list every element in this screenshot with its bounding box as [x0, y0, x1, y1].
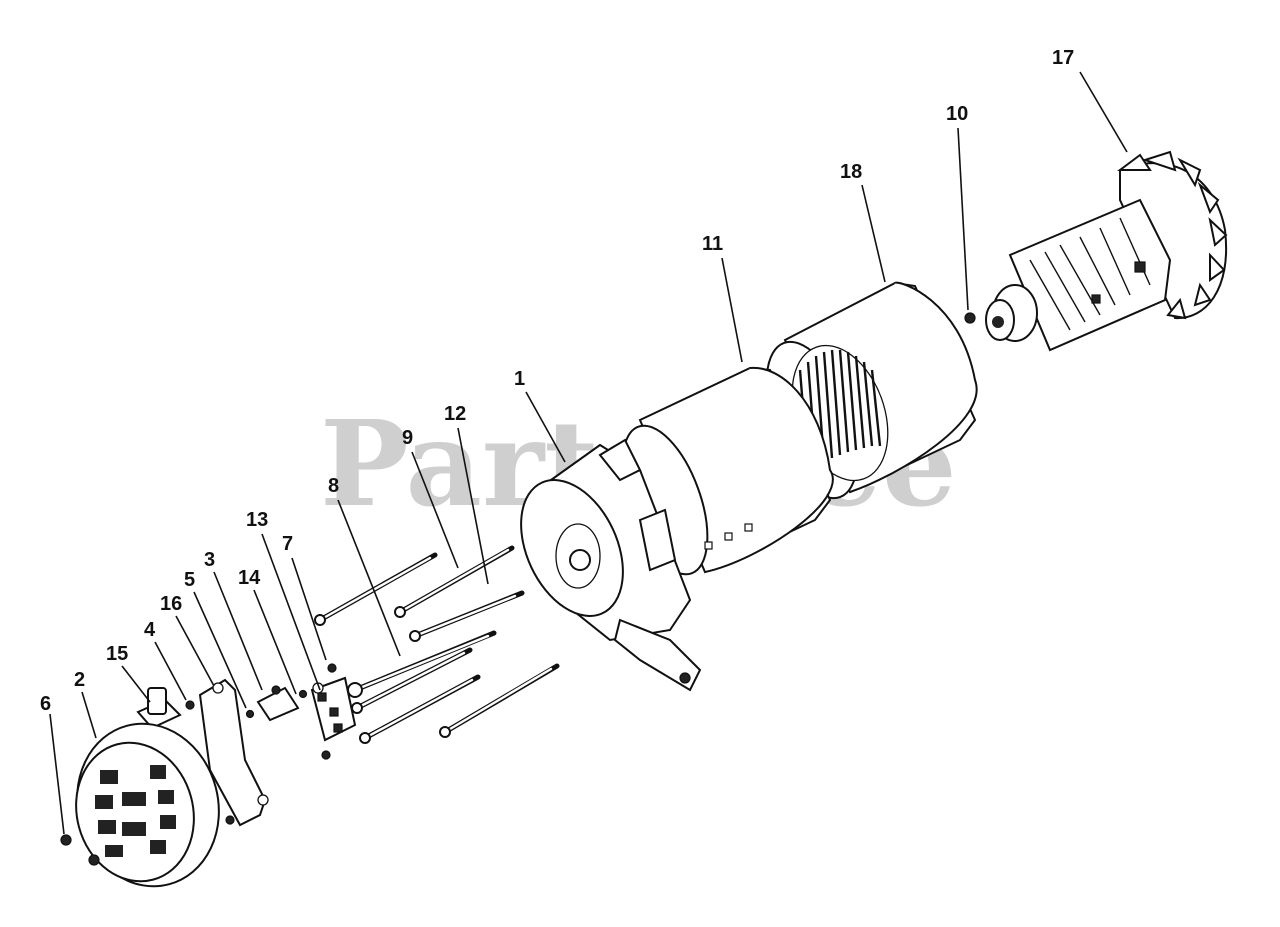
part-cover-plate [198, 678, 269, 827]
callout-13[interactable]: 13 [246, 509, 268, 531]
part-rotor [985, 150, 1228, 352]
leader-lines [49, 71, 1128, 835]
part-stator-band [621, 366, 834, 576]
callout-8[interactable]: 8 [328, 475, 339, 497]
callout-16[interactable]: 16 [160, 593, 182, 615]
callout-14[interactable]: 14 [238, 567, 261, 589]
callout-6[interactable]: 6 [40, 693, 51, 715]
callout-12[interactable]: 12 [444, 403, 466, 425]
callout-3[interactable]: 3 [204, 549, 215, 571]
part-screws [60, 834, 100, 866]
callout-18[interactable]: 18 [840, 161, 862, 183]
callout-7[interactable]: 7 [282, 533, 293, 555]
callout-labels: 17 10 18 11 1 12 9 8 13 7 3 14 5 16 4 15… [40, 47, 1074, 715]
callout-17[interactable]: 17 [1052, 47, 1074, 69]
part-through-bolts [314, 545, 560, 744]
part-nut [964, 312, 976, 324]
callout-9[interactable]: 9 [402, 427, 413, 449]
callout-2[interactable]: 2 [74, 669, 85, 691]
callout-5[interactable]: 5 [184, 569, 195, 591]
callout-15[interactable]: 15 [106, 643, 128, 665]
callout-1[interactable]: 1 [514, 368, 525, 390]
callout-10[interactable]: 10 [946, 103, 968, 125]
part-plug [136, 687, 182, 730]
callout-11[interactable]: 11 [702, 233, 723, 255]
part-front-housing [520, 438, 702, 692]
part-end-cover [75, 722, 220, 888]
part-small-hardware [185, 663, 357, 760]
callout-4[interactable]: 4 [144, 619, 156, 641]
